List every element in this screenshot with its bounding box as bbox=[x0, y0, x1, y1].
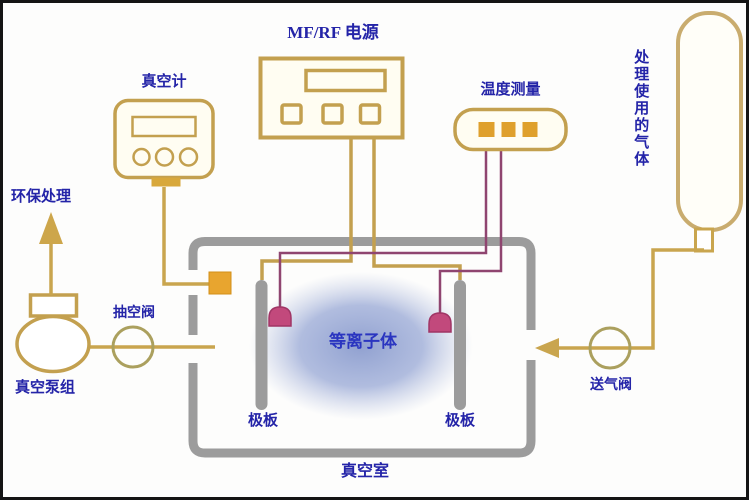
eco-treatment-label: 环保处理 bbox=[11, 189, 72, 205]
gas-supply-valve-label: 送气阀 bbox=[590, 378, 632, 393]
gas-supply-valve-symbol bbox=[588, 326, 632, 370]
rf-wire-left bbox=[260, 138, 353, 280]
evacuation-valve-label: 抽空阀 bbox=[113, 306, 155, 321]
gauge-port-connector bbox=[208, 271, 232, 295]
vacuum-chamber-walls bbox=[188, 237, 536, 458]
gauge-knob-1 bbox=[132, 147, 151, 167]
thermo-wire-left bbox=[278, 150, 488, 309]
cylinder-neck bbox=[694, 227, 714, 253]
vacuum-gauge-label: 真空计 bbox=[141, 74, 187, 90]
power-supply-box bbox=[258, 56, 405, 140]
gauge-wire bbox=[162, 187, 209, 286]
electrode-left-plate bbox=[255, 280, 268, 410]
electrode-right-label: 极板 bbox=[444, 413, 475, 429]
vacuum-gauge-body bbox=[113, 98, 215, 187]
vacuum-pump-symbol bbox=[15, 293, 91, 374]
plasma-label: 等离子体 bbox=[329, 332, 397, 351]
psu-button-3 bbox=[358, 103, 382, 125]
psu-button-1 bbox=[280, 103, 303, 125]
temp-indicator-1 bbox=[478, 122, 495, 137]
psu-button-2 bbox=[321, 103, 344, 125]
temp-indicator-3 bbox=[522, 122, 538, 137]
sensor-left bbox=[268, 306, 292, 327]
electrode-left-label: 极板 bbox=[247, 413, 278, 429]
temperature-sensors bbox=[268, 306, 452, 333]
temperature-monitor-body bbox=[453, 107, 568, 152]
gas-cylinder bbox=[676, 11, 743, 253]
gauge-stem bbox=[151, 177, 181, 187]
gas-inlet-arrowhead bbox=[535, 338, 559, 358]
gas-supply-pipe bbox=[559, 248, 704, 350]
electrode-plates bbox=[255, 280, 466, 410]
rf-wire-right bbox=[372, 138, 462, 280]
thermocouple-wires bbox=[278, 150, 503, 315]
electrode-right-plate bbox=[454, 280, 466, 410]
temperature-monitor-label: 温度测量 bbox=[480, 82, 541, 98]
rf-wires bbox=[260, 138, 462, 280]
gauge-knob-3 bbox=[178, 147, 199, 167]
sensor-right bbox=[428, 312, 452, 333]
gauge-knob-2 bbox=[154, 147, 175, 167]
thermo-wire-right bbox=[438, 150, 503, 315]
temp-indicator-2 bbox=[501, 122, 516, 137]
power-supply-label: MF/RF 电源 bbox=[287, 23, 379, 42]
diagram-canvas bbox=[15, 11, 743, 458]
process-gas-label: 处理使用的气体 bbox=[632, 48, 649, 168]
chamber-label: 真空室 bbox=[340, 463, 389, 480]
vacuum-pump-label: 真空泵组 bbox=[15, 380, 76, 396]
exhaust-arrowhead bbox=[39, 212, 63, 244]
evacuation-valve-symbol bbox=[111, 325, 155, 369]
plasma-glow bbox=[249, 272, 473, 420]
